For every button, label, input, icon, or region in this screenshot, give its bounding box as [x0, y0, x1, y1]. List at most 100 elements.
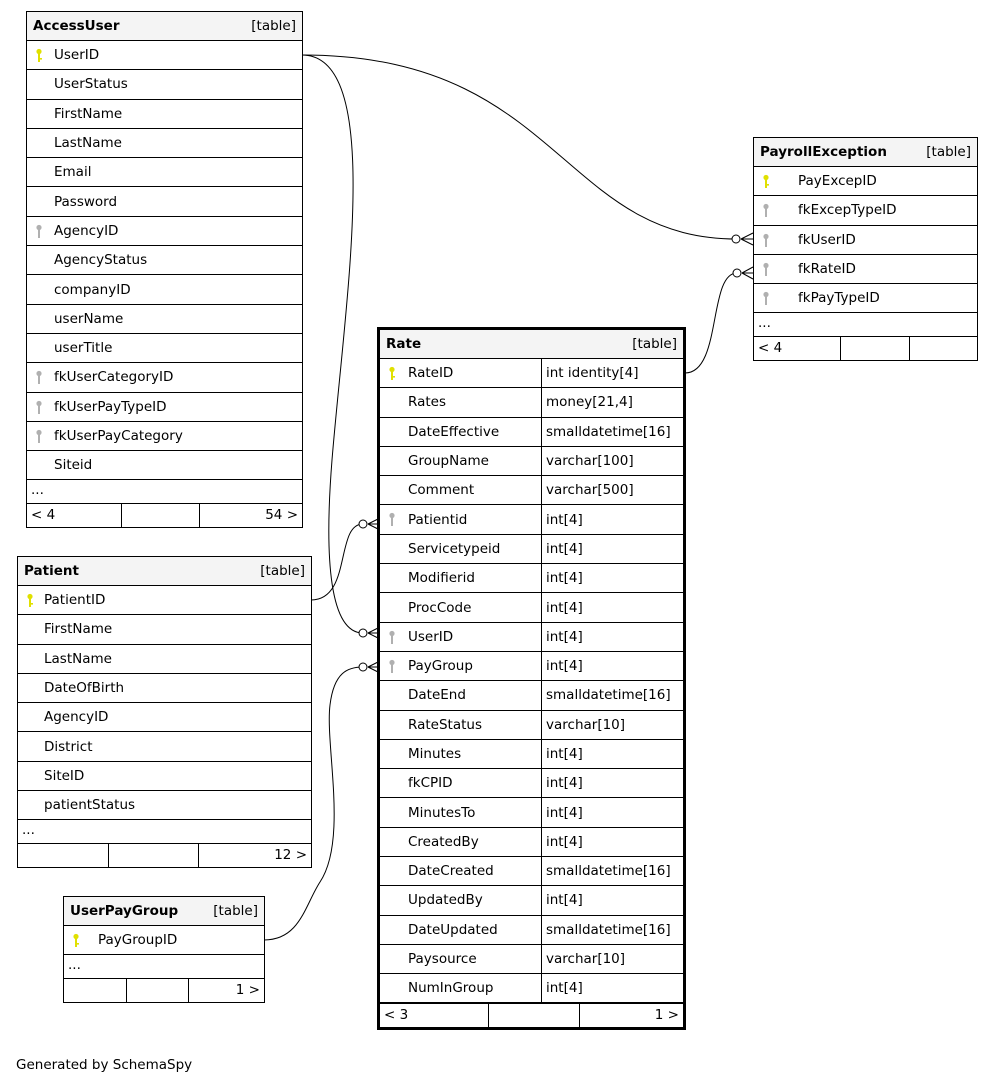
column-name: District	[44, 738, 93, 755]
column-type: int identity[4]	[541, 359, 683, 388]
table-userpaygroup[interactable]: UserPayGroup[table]PayGroupID...1 >	[63, 896, 265, 1004]
column-row[interactable]: fkUserID	[754, 226, 977, 255]
children-count[interactable]: 1 >	[188, 979, 264, 1003]
column-row[interactable]: FirstName	[27, 100, 302, 129]
table-footer: < 4	[754, 337, 977, 361]
rows-count[interactable]	[108, 844, 198, 868]
column-row[interactable]: fkRateID	[754, 255, 977, 285]
children-count[interactable]: 12 >	[198, 844, 311, 868]
table-name[interactable]: UserPayGroup	[70, 903, 179, 919]
column-row[interactable]: fkUserPayTypeID	[27, 393, 302, 422]
column-row[interactable]: fkExcepTypeID	[754, 196, 977, 226]
column-row[interactable]: Email	[27, 158, 302, 188]
column-name: LastName	[54, 135, 122, 152]
more-columns[interactable]: ...	[754, 313, 977, 338]
table-name[interactable]: Rate	[386, 336, 422, 352]
column-row[interactable]: AgencyID	[18, 703, 311, 733]
column-row[interactable]: LastName	[18, 645, 311, 674]
column-name: fkUserID	[798, 231, 856, 248]
column-row[interactable]: fkPayTypeID	[754, 284, 977, 314]
column-row[interactable]: DateOfBirth	[18, 674, 311, 704]
column-row[interactable]: Password	[27, 187, 302, 217]
table-header: Rate [table]	[380, 330, 683, 359]
more-columns[interactable]: ...	[64, 955, 264, 980]
column-name: fkExcepTypeID	[798, 202, 897, 219]
column-row[interactable]: userName	[27, 305, 302, 334]
parents-count[interactable]: < 4	[31, 507, 56, 524]
edge-accessuser-payrollexception	[301, 54, 754, 246]
table-kind: [table]	[632, 336, 677, 352]
rows-count[interactable]	[488, 1003, 579, 1027]
column-row[interactable]: District	[18, 732, 311, 762]
column-row[interactable]: LastName	[27, 129, 302, 159]
column-type: smalldatetime[16]	[541, 681, 683, 710]
column-row[interactable]: UserID	[27, 41, 302, 71]
column-row[interactable]: SiteID	[18, 762, 311, 792]
column-row[interactable]: PatientID	[18, 586, 311, 616]
more-columns[interactable]: ...	[27, 480, 302, 505]
column-row[interactable]: Siteid	[27, 451, 302, 481]
column-row[interactable]: fkUserPayCategory	[27, 422, 302, 452]
column-row[interactable]: UserStatus	[27, 70, 302, 100]
column-row[interactable]: AgencyStatus	[27, 246, 302, 276]
column-type: varchar[100]	[541, 446, 683, 476]
column-row[interactable]: companyID	[27, 275, 302, 305]
column-row[interactable]: patientStatus	[18, 791, 311, 821]
column-type: int[4]	[541, 651, 683, 681]
column-row[interactable]: fkUserCategoryID	[27, 363, 302, 393]
table-name[interactable]: PayrollException	[760, 144, 887, 160]
children-count[interactable]: 1 >	[579, 1003, 683, 1027]
column-row[interactable]: PayGroupID	[64, 926, 264, 956]
table-name[interactable]: Patient	[24, 563, 79, 579]
children-count[interactable]	[909, 337, 977, 361]
table-name[interactable]: AccessUser	[33, 18, 120, 34]
column-name: CreatedBy	[408, 833, 479, 850]
more-columns[interactable]: ...	[18, 820, 311, 845]
rows-count[interactable]	[840, 337, 909, 361]
parents-count[interactable]	[18, 844, 108, 867]
column-name: Paysource	[408, 951, 477, 968]
parents-count[interactable]: < 4	[758, 340, 783, 357]
parents-count[interactable]	[64, 979, 126, 1002]
table-footer: 1 >	[64, 979, 264, 1003]
column-type: int[4]	[541, 798, 683, 827]
children-count[interactable]: 54 >	[199, 504, 302, 528]
column-name: userName	[54, 310, 124, 327]
column-row[interactable]: AgencyID	[27, 217, 302, 247]
rows-count[interactable]	[126, 979, 188, 1003]
column-row[interactable]: userTitle	[27, 334, 302, 364]
column-row[interactable]: FirstName	[18, 615, 311, 645]
rows-count[interactable]	[121, 504, 199, 528]
parents-count[interactable]: < 3	[384, 1006, 409, 1023]
column-row[interactable]: PayExcepID	[754, 167, 977, 197]
primary-key-icon	[35, 48, 43, 63]
